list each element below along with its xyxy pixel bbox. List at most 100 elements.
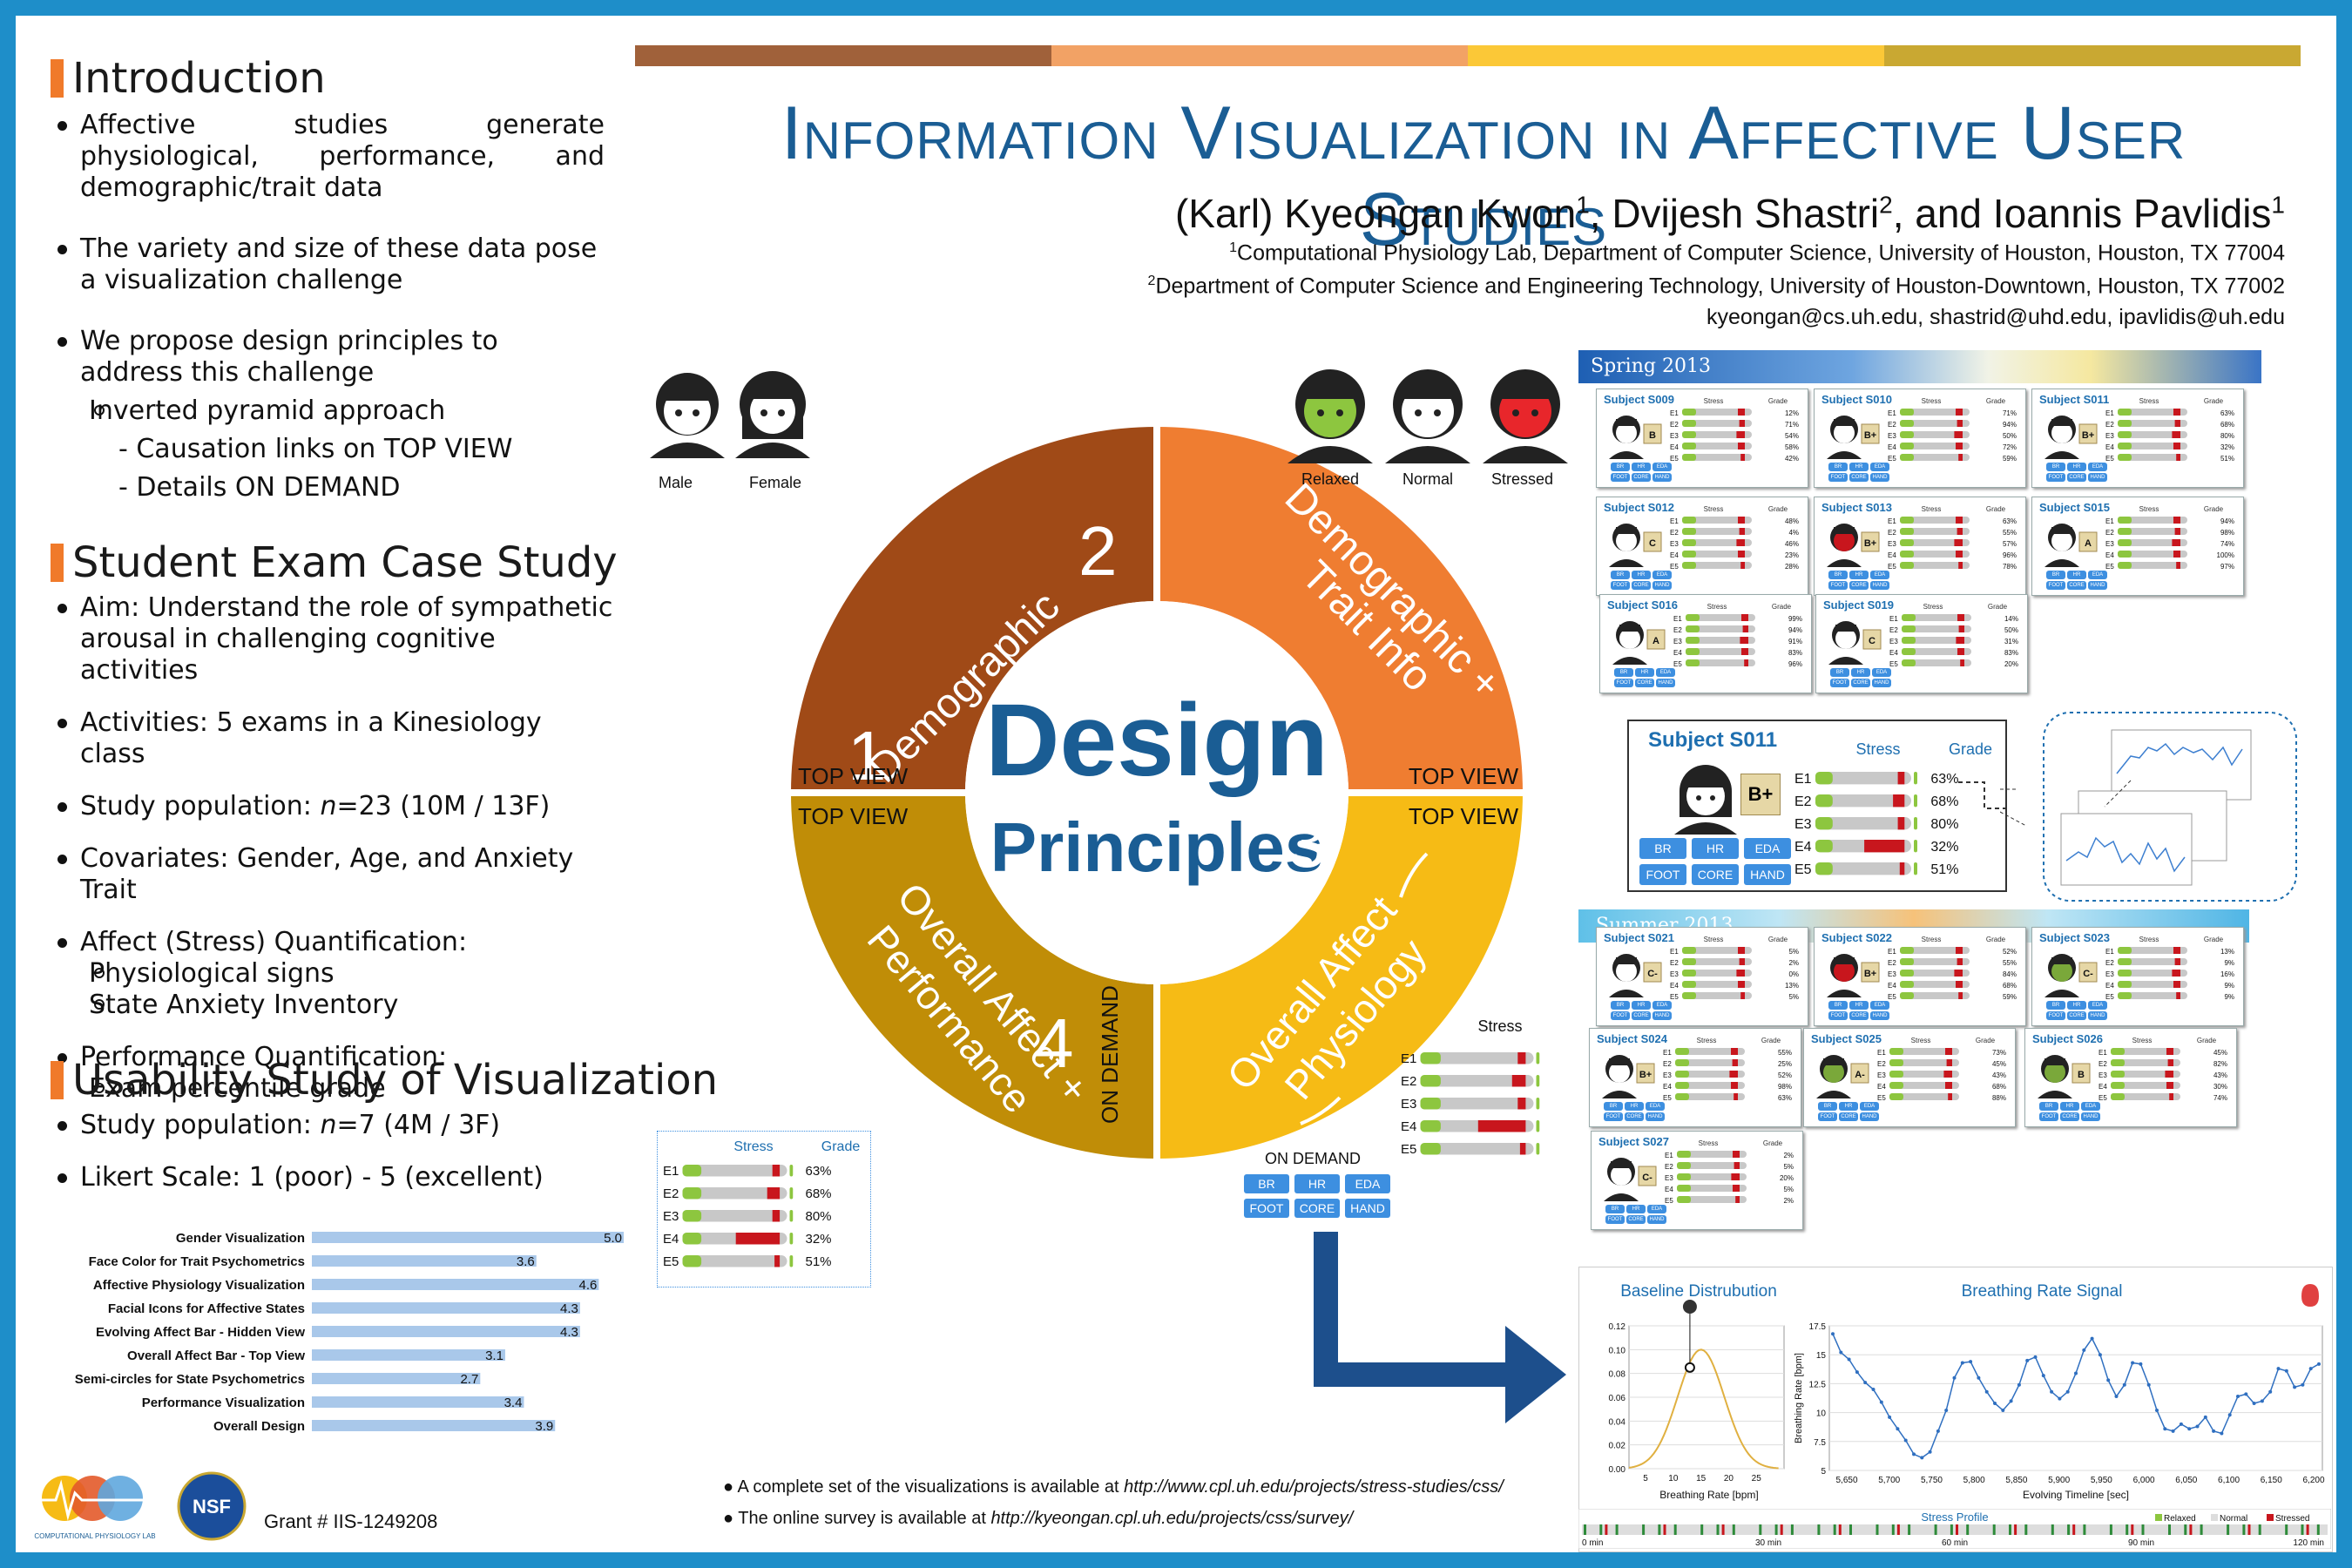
card-button-br[interactable]: BR: [1830, 668, 1849, 677]
card-button-hand[interactable]: HAND: [1652, 1011, 1672, 1020]
card-button-hand[interactable]: HAND: [1870, 581, 1889, 590]
card-button-hr[interactable]: HR: [2067, 463, 2086, 471]
card-button-br[interactable]: BR: [2046, 463, 2065, 471]
card-button-core[interactable]: CORE: [1625, 1112, 1644, 1121]
sensor-button-eda[interactable]: EDA: [1345, 1174, 1390, 1193]
sensor-button-hand[interactable]: HAND: [1345, 1199, 1390, 1218]
sensor-button-br[interactable]: BR: [1244, 1174, 1289, 1193]
card-button-hand[interactable]: HAND: [1652, 473, 1672, 482]
card-button-eda[interactable]: EDA: [1870, 571, 1889, 579]
card-button-hand[interactable]: HAND: [1647, 1215, 1666, 1224]
card-button-hr[interactable]: HR: [1632, 571, 1651, 579]
card-button-core[interactable]: CORE: [2067, 581, 2086, 590]
sensor-button-foot[interactable]: FOOT: [1244, 1199, 1289, 1218]
card-button-eda[interactable]: EDA: [2088, 571, 2107, 579]
card-button-br[interactable]: BR: [1611, 463, 1630, 471]
card-button-hr[interactable]: HR: [1839, 1102, 1858, 1111]
card-button-br[interactable]: BR: [1828, 463, 1848, 471]
card-button-eda[interactable]: EDA: [2088, 463, 2107, 471]
sensor-button-br[interactable]: BR: [1639, 838, 1686, 859]
sensor-button-core[interactable]: CORE: [1692, 864, 1739, 885]
card-button-hand[interactable]: HAND: [1870, 1011, 1889, 1020]
card-button-br[interactable]: BR: [1605, 1205, 1625, 1213]
survey-link[interactable]: http://kyeongan.cpl.uh.edu/projects/css/…: [990, 1509, 1354, 1528]
card-button-foot[interactable]: FOOT: [1818, 1112, 1837, 1121]
card-button-br[interactable]: BR: [2046, 571, 2065, 579]
card-button-core[interactable]: CORE: [2067, 1011, 2086, 1020]
card-button-foot[interactable]: FOOT: [2046, 473, 2065, 482]
card-button-eda[interactable]: EDA: [1656, 668, 1675, 677]
card-button-core[interactable]: CORE: [1839, 1112, 1858, 1121]
sensor-button-hr[interactable]: HR: [1692, 838, 1739, 859]
card-button-core[interactable]: CORE: [2060, 1112, 2079, 1121]
card-button-foot[interactable]: FOOT: [2039, 1112, 2058, 1121]
card-button-core[interactable]: CORE: [1632, 1011, 1651, 1020]
sensor-button-hr[interactable]: HR: [1294, 1174, 1340, 1193]
card-button-foot[interactable]: FOOT: [1828, 581, 1848, 590]
card-button-eda[interactable]: EDA: [2088, 1001, 2107, 1010]
card-button-hr[interactable]: HR: [1851, 668, 1870, 677]
card-button-eda[interactable]: EDA: [1860, 1102, 1879, 1111]
card-button-core[interactable]: CORE: [1635, 679, 1654, 687]
card-button-hr[interactable]: HR: [1625, 1102, 1644, 1111]
card-button-hand[interactable]: HAND: [1872, 679, 1891, 687]
card-button-core[interactable]: CORE: [1851, 679, 1870, 687]
card-button-foot[interactable]: FOOT: [1611, 1011, 1630, 1020]
card-button-hr[interactable]: HR: [1626, 1205, 1646, 1213]
card-button-hand[interactable]: HAND: [2088, 473, 2107, 482]
card-button-eda[interactable]: EDA: [1872, 668, 1891, 677]
card-button-eda[interactable]: EDA: [1652, 463, 1672, 471]
sensor-button-eda[interactable]: EDA: [1744, 838, 1791, 859]
card-button-br[interactable]: BR: [1828, 571, 1848, 579]
card-button-core[interactable]: CORE: [1632, 473, 1651, 482]
card-button-core[interactable]: CORE: [2067, 473, 2086, 482]
card-button-br[interactable]: BR: [1604, 1102, 1623, 1111]
card-button-br[interactable]: BR: [1611, 1001, 1630, 1010]
card-button-br[interactable]: BR: [1614, 668, 1633, 677]
card-button-hand[interactable]: HAND: [1860, 1112, 1879, 1121]
card-button-foot[interactable]: FOOT: [1828, 473, 1848, 482]
card-button-foot[interactable]: FOOT: [2046, 1011, 2065, 1020]
card-button-foot[interactable]: FOOT: [1611, 581, 1630, 590]
card-button-hr[interactable]: HR: [1632, 1001, 1651, 1010]
card-button-core[interactable]: CORE: [1849, 473, 1869, 482]
card-button-hr[interactable]: HR: [2067, 1001, 2086, 1010]
card-button-br[interactable]: BR: [2046, 1001, 2065, 1010]
card-button-hr[interactable]: HR: [1635, 668, 1654, 677]
card-button-eda[interactable]: EDA: [1646, 1102, 1665, 1111]
card-button-foot[interactable]: FOOT: [1611, 473, 1630, 482]
card-button-hand[interactable]: HAND: [1656, 679, 1675, 687]
card-button-hr[interactable]: HR: [1849, 571, 1869, 579]
card-button-foot[interactable]: FOOT: [1605, 1215, 1625, 1224]
card-button-eda[interactable]: EDA: [1647, 1205, 1666, 1213]
card-button-foot[interactable]: FOOT: [2046, 581, 2065, 590]
card-button-eda[interactable]: EDA: [2081, 1102, 2100, 1111]
card-button-hr[interactable]: HR: [2060, 1102, 2079, 1111]
sensor-button-core[interactable]: CORE: [1294, 1199, 1340, 1218]
card-button-foot[interactable]: FOOT: [1604, 1112, 1623, 1121]
sensor-button-foot[interactable]: FOOT: [1639, 864, 1686, 885]
visualizations-link[interactable]: http://www.cpl.uh.edu/projects/stress-st…: [1124, 1477, 1504, 1497]
card-button-hand[interactable]: HAND: [1870, 473, 1889, 482]
card-button-hr[interactable]: HR: [1849, 463, 1869, 471]
card-button-hr[interactable]: HR: [2067, 571, 2086, 579]
card-button-hand[interactable]: HAND: [2088, 581, 2107, 590]
card-button-eda[interactable]: EDA: [1652, 571, 1672, 579]
card-button-hand[interactable]: HAND: [1646, 1112, 1665, 1121]
card-button-hr[interactable]: HR: [1632, 463, 1651, 471]
